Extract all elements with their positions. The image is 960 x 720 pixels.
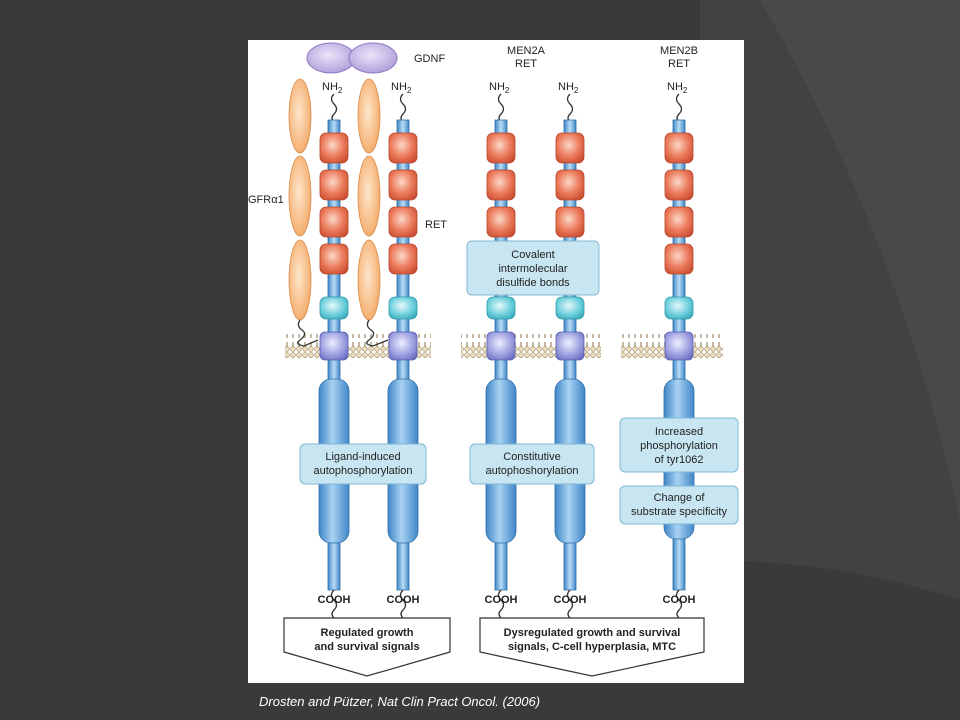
nh2-label: NH2 [558, 81, 579, 95]
gdnf-ligand [348, 42, 398, 74]
cadherin-domain [555, 169, 585, 201]
svg-text:disulfide bonds: disulfide bonds [496, 277, 570, 289]
callout-covalent-bonds: Covalent intermolecular disulfide bonds [466, 240, 600, 296]
cooh-label: COOH [318, 594, 351, 606]
cadherin-domain [486, 132, 516, 164]
nh2-label: NH2 [391, 81, 412, 95]
cooh-label: COOH [554, 594, 587, 606]
gdnf-ligand [306, 42, 356, 74]
callout-substrate-specificity: Change of substrate specificity [619, 485, 739, 525]
cooh-label: COOH [663, 594, 696, 606]
cadherin-domain [486, 206, 516, 238]
svg-text:Change of: Change of [654, 492, 706, 504]
transmembrane-domain [486, 331, 516, 361]
men2b-header-sub: RET [668, 58, 690, 70]
nh2-label: NH2 [322, 81, 343, 95]
ret-label: RET [425, 219, 447, 231]
svg-text:Constitutive: Constitutive [503, 451, 560, 463]
callout-ligand-induced: Ligand-induced autophosphorylation [299, 443, 427, 485]
gfra1-label: GFRα1 [248, 194, 284, 206]
cadherin-domain [664, 169, 694, 201]
svg-text:and survival signals: and survival signals [314, 641, 419, 653]
svg-text:Regulated growth: Regulated growth [321, 627, 414, 639]
svg-text:substrate specificity: substrate specificity [631, 506, 727, 518]
cadherin-domain [664, 132, 694, 164]
men2a-header-sub: RET [515, 58, 537, 70]
gfra1-coreceptor [288, 78, 319, 347]
men2a-header: MEN2A [507, 45, 546, 57]
svg-text:of tyr1062: of tyr1062 [655, 454, 704, 466]
cadherin-domain [319, 132, 349, 164]
cooh-label: COOH [387, 594, 420, 606]
cadherin-domain [555, 206, 585, 238]
cadherin-domain [388, 169, 418, 201]
transmembrane-domain [555, 331, 585, 361]
cysteine-rich-domain [664, 296, 694, 320]
outcome-dysregulated: Dysregulated growth and survival signals… [479, 617, 705, 677]
ret-receptor-diagram: GDNF GFRα1 RET NH2COOHNH2COOHNH2COOHNH2C… [248, 42, 739, 677]
citation: Drosten and Pützer, Nat Clin Pract Oncol… [259, 694, 541, 709]
cadherin-domain [388, 132, 418, 164]
cadherin-domain [555, 132, 585, 164]
svg-text:Covalent: Covalent [511, 249, 554, 261]
cysteine-rich-domain [555, 296, 585, 320]
svg-text:Increased: Increased [655, 426, 703, 438]
svg-text:autophosphorylation: autophosphorylation [313, 465, 412, 477]
men2b-header: MEN2B [660, 45, 698, 57]
cysteine-rich-domain [319, 296, 349, 320]
transmembrane-domain [388, 331, 418, 361]
cadherin-domain [486, 169, 516, 201]
svg-text:autophoshorylation: autophoshorylation [486, 465, 579, 477]
nh2-label: NH2 [667, 81, 688, 95]
cadherin-domain [319, 169, 349, 201]
svg-text:phosphorylation: phosphorylation [640, 440, 718, 452]
cadherin-domain [664, 243, 694, 275]
cadherin-domain [319, 243, 349, 275]
outcome-regulated: Regulated growth and survival signals [283, 617, 451, 677]
gfra1-coreceptor [357, 78, 389, 347]
cadherin-domain [319, 206, 349, 238]
cooh-label: COOH [485, 594, 518, 606]
cysteine-rich-domain [388, 296, 418, 320]
svg-text:Dysregulated growth and surviv: Dysregulated growth and survival [504, 627, 681, 639]
gdnf-label: GDNF [414, 53, 445, 65]
svg-text:signals, C-cell hyperplasia, M: signals, C-cell hyperplasia, MTC [508, 641, 676, 653]
svg-text:Ligand-induced: Ligand-induced [325, 451, 400, 463]
cadherin-domain [388, 243, 418, 275]
transmembrane-domain [319, 331, 349, 361]
svg-text:intermolecular: intermolecular [498, 263, 567, 275]
cadherin-domain [388, 206, 418, 238]
nh2-label: NH2 [489, 81, 510, 95]
cadherin-domain [664, 206, 694, 238]
callout-constitutive: Constitutive autophoshorylation [469, 443, 595, 485]
transmembrane-domain [664, 331, 694, 361]
cysteine-rich-domain [486, 296, 516, 320]
callout-increased-phosphorylation: Increased phosphorylation of tyr1062 [619, 417, 739, 473]
